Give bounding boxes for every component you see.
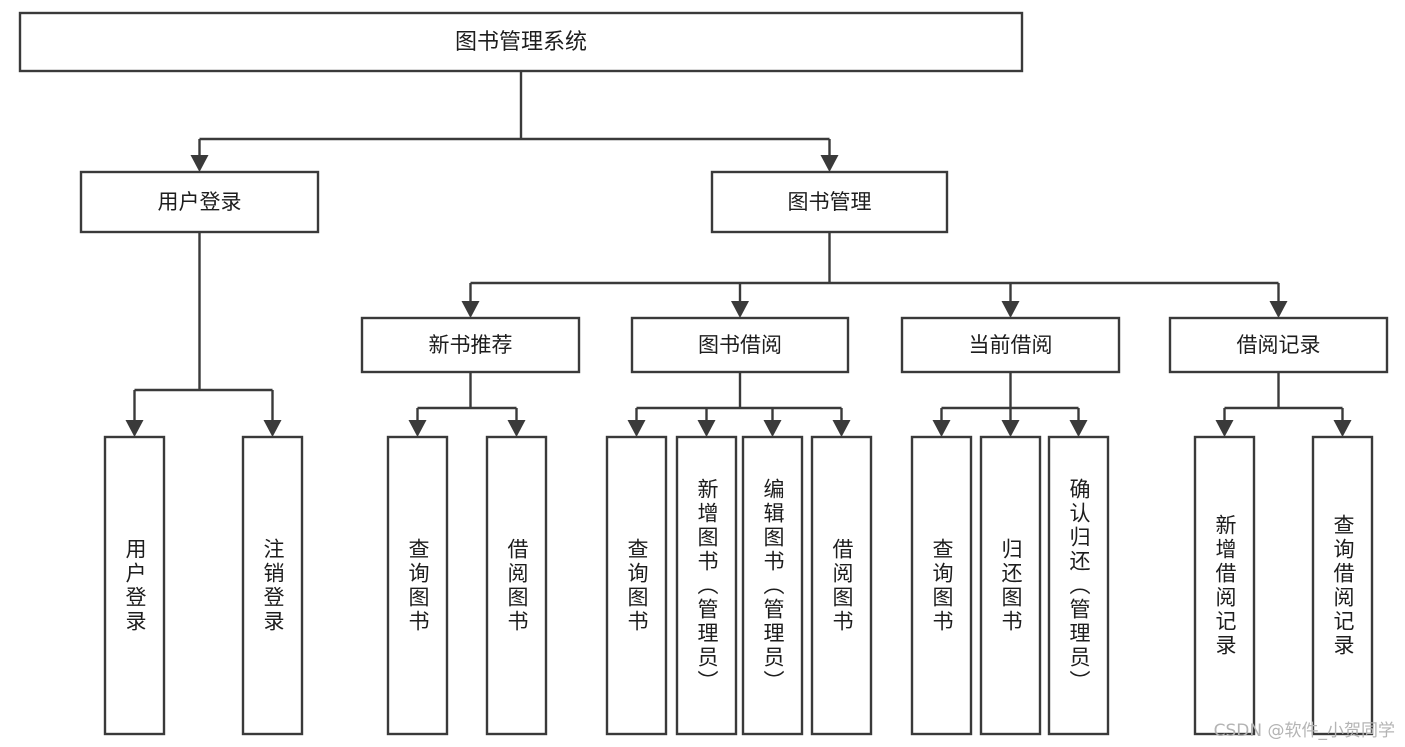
watermark: CSDN @软件_小贺同学 bbox=[1213, 721, 1395, 741]
node-box-leaf-query-book-2[interactable] bbox=[605, 435, 668, 736]
arrow-head-icon bbox=[1001, 420, 1020, 437]
node-label-book-management: 图书管理 bbox=[788, 190, 872, 214]
node-box-leaf-borrow-book-1[interactable] bbox=[485, 435, 548, 736]
arrow-head-icon bbox=[1001, 301, 1020, 318]
arrow-head-icon bbox=[125, 420, 144, 437]
node-box-leaf-query-record[interactable] bbox=[1311, 435, 1374, 736]
node-box-user-login[interactable] bbox=[79, 170, 320, 234]
arrow-head-icon bbox=[763, 420, 782, 437]
node-box-leaf-edit-book-admin[interactable] bbox=[741, 435, 804, 736]
node-box-borrow-record[interactable] bbox=[1168, 316, 1389, 374]
arrow-head-icon bbox=[190, 155, 209, 172]
node-box-book-management[interactable] bbox=[710, 170, 949, 234]
node-box-leaf-user-login[interactable] bbox=[103, 435, 166, 736]
node-box-leaf-add-book-admin[interactable] bbox=[675, 435, 738, 736]
node-box-leaf-add-record[interactable] bbox=[1193, 435, 1256, 736]
node-box-leaf-logout-login[interactable] bbox=[241, 435, 304, 736]
node-box-book-borrow[interactable] bbox=[630, 316, 850, 374]
node-box-leaf-return-book[interactable] bbox=[979, 435, 1042, 736]
arrow-head-icon bbox=[263, 420, 282, 437]
node-box-leaf-query-book-3[interactable] bbox=[910, 435, 973, 736]
arrow-head-icon bbox=[461, 301, 480, 318]
arrow-head-icon bbox=[408, 420, 427, 437]
arrow-head-icon bbox=[932, 420, 951, 437]
arrow-head-icon bbox=[820, 155, 839, 172]
node-label-new-book-recommend: 新书推荐 bbox=[429, 333, 513, 357]
arrow-head-icon bbox=[1333, 420, 1352, 437]
arrow-head-icon bbox=[1215, 420, 1234, 437]
node-label-book-borrow: 图书借阅 bbox=[698, 333, 782, 357]
arrow-head-icon bbox=[507, 420, 526, 437]
node-label-user-login: 用户登录 bbox=[158, 190, 242, 214]
node-box-root[interactable] bbox=[18, 11, 1024, 73]
arrow-head-icon bbox=[1269, 301, 1288, 318]
connectors-layer bbox=[125, 71, 1352, 437]
arrow-head-icon bbox=[731, 301, 749, 318]
node-box-leaf-borrow-book-2[interactable] bbox=[810, 435, 873, 736]
node-label-current-borrow: 当前借阅 bbox=[969, 333, 1053, 357]
node-box-current-borrow[interactable] bbox=[900, 316, 1121, 374]
arrow-head-icon bbox=[627, 420, 646, 437]
node-label-borrow-record: 借阅记录 bbox=[1237, 333, 1321, 357]
arrow-head-icon bbox=[697, 420, 716, 437]
node-label-root: 图书管理系统 bbox=[455, 30, 587, 55]
node-box-leaf-query-book-1[interactable] bbox=[386, 435, 449, 736]
arrow-head-icon bbox=[1069, 420, 1088, 437]
arrow-head-icon bbox=[832, 420, 851, 437]
node-box-leaf-confirm-return[interactable] bbox=[1047, 435, 1110, 736]
node-box-new-book-recommend[interactable] bbox=[360, 316, 581, 374]
